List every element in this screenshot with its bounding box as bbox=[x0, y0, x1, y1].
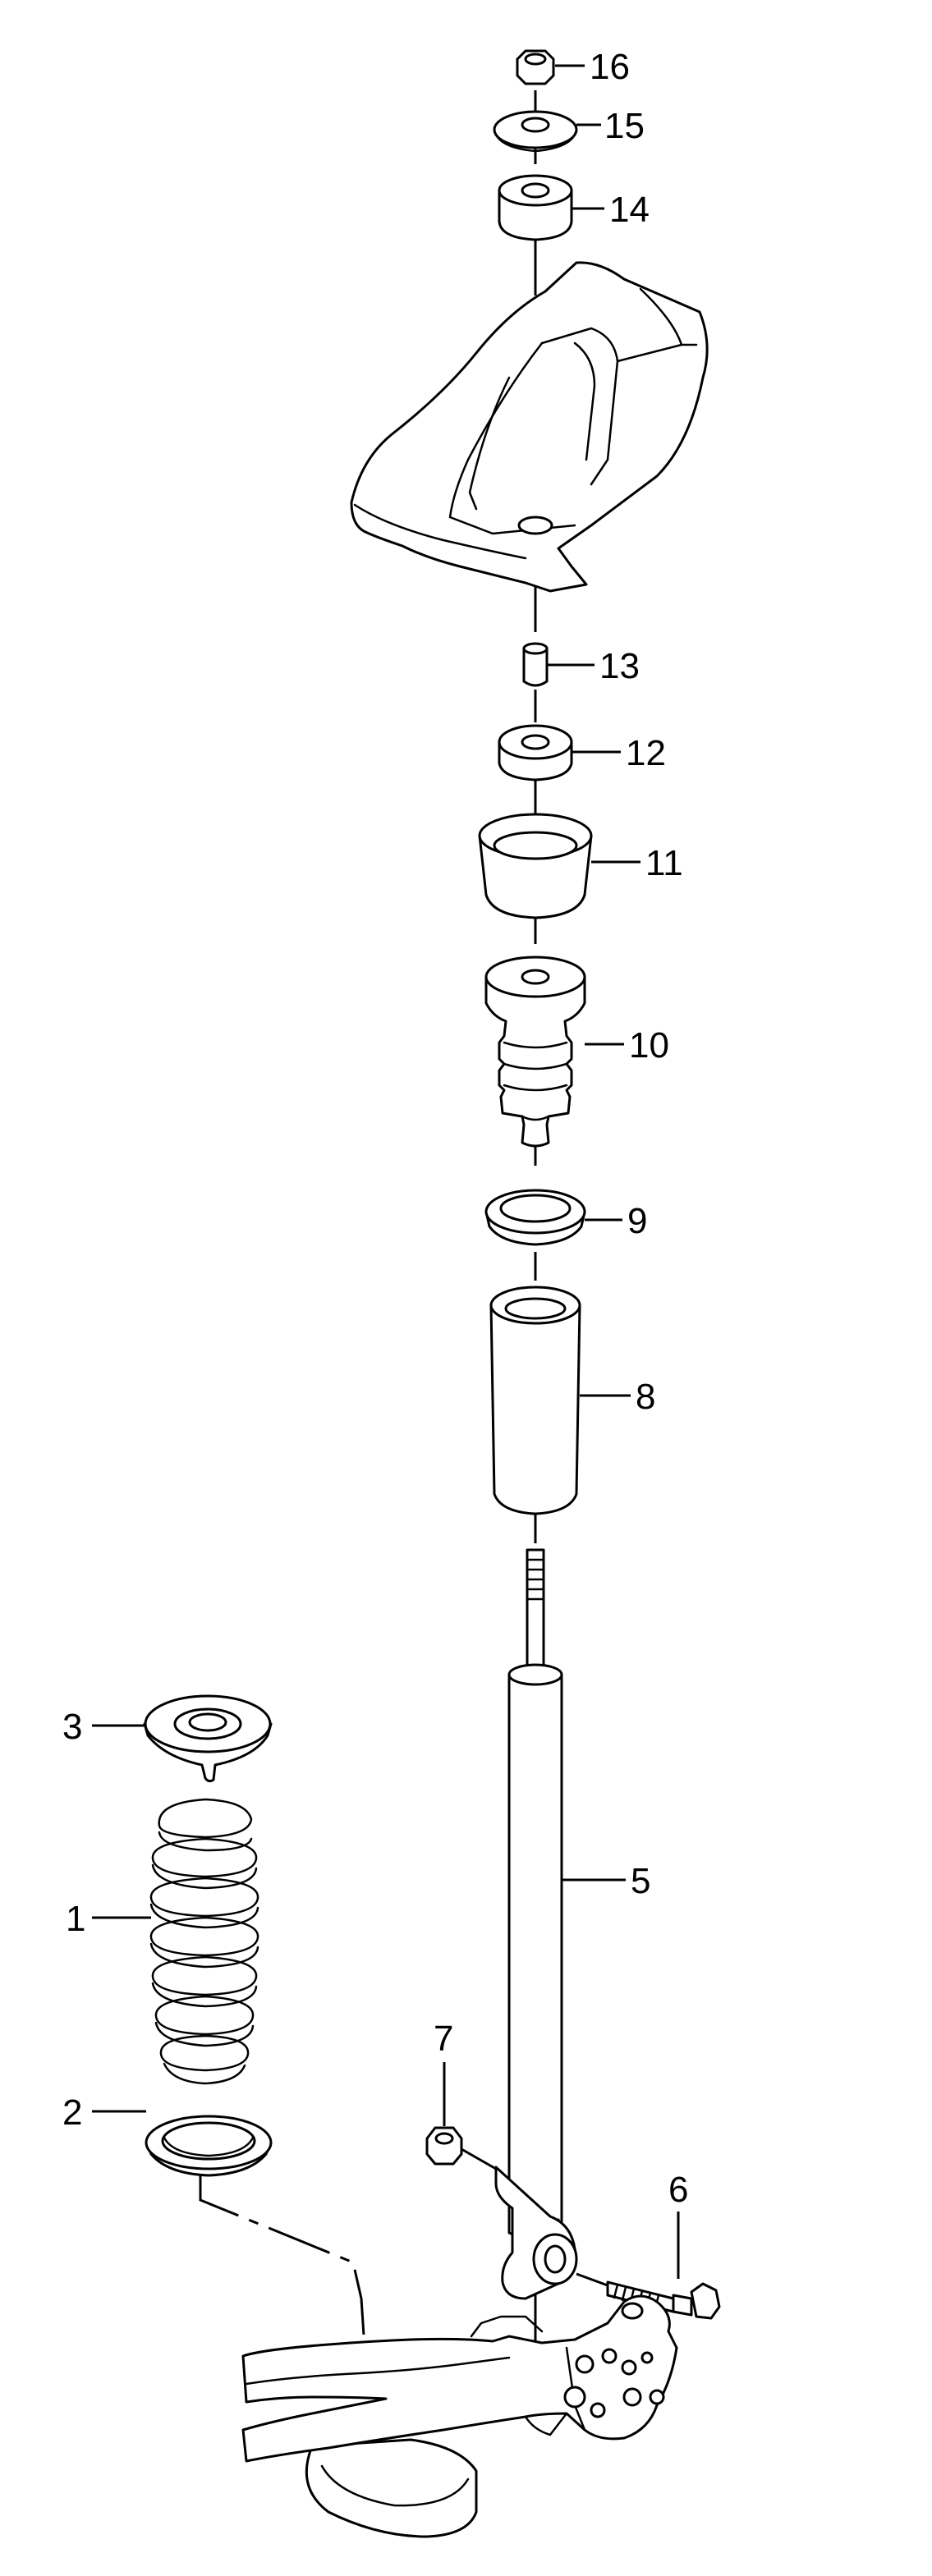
part-12-lower-bushing bbox=[498, 724, 573, 782]
part-8-protective-tube bbox=[489, 1286, 581, 1515]
part-11-protective-cap bbox=[478, 813, 593, 919]
callout-12: 12 bbox=[626, 733, 666, 773]
part-9-ring bbox=[484, 1189, 586, 1246]
part-13-spacer-sleeve bbox=[522, 642, 549, 687]
callout-5: 5 bbox=[631, 1861, 650, 1901]
part-14-upper-bushing bbox=[498, 174, 573, 241]
callout-7: 7 bbox=[434, 2019, 453, 2059]
callout-14: 14 bbox=[609, 190, 650, 230]
callout-16: 16 bbox=[590, 47, 630, 87]
part-5-shock-absorber bbox=[494, 1548, 578, 2300]
installation-reference-line bbox=[199, 2175, 366, 2349]
callout-3: 3 bbox=[62, 1707, 82, 1747]
callout-6: 6 bbox=[668, 2170, 688, 2210]
part-3-upper-spring-seat bbox=[143, 1694, 273, 1783]
part-2-lower-spring-seat bbox=[145, 2115, 273, 2177]
callout-11: 11 bbox=[645, 843, 683, 883]
callout-10: 10 bbox=[629, 1025, 669, 1066]
callout-labels: 16 15 14 13 12 11 10 9 8 5 7 6 3 1 2 bbox=[62, 47, 688, 2210]
callout-15: 15 bbox=[604, 106, 645, 146]
callout-leaders bbox=[92, 64, 680, 2279]
callout-8: 8 bbox=[636, 1377, 655, 1417]
rear-axle-beam bbox=[241, 2294, 678, 2538]
callout-1: 1 bbox=[66, 1899, 85, 1939]
callout-2: 2 bbox=[62, 2092, 82, 2133]
part-1-coil-spring bbox=[149, 1798, 259, 2085]
part-10-buffer-stop bbox=[484, 956, 586, 1148]
part-15-washer bbox=[493, 110, 578, 153]
part-16-hex-nut bbox=[516, 49, 555, 85]
part-7-nut bbox=[425, 2126, 497, 2170]
body-mount-bracket bbox=[350, 261, 709, 593]
callout-13: 13 bbox=[599, 646, 640, 686]
callout-9: 9 bbox=[627, 1201, 647, 1241]
